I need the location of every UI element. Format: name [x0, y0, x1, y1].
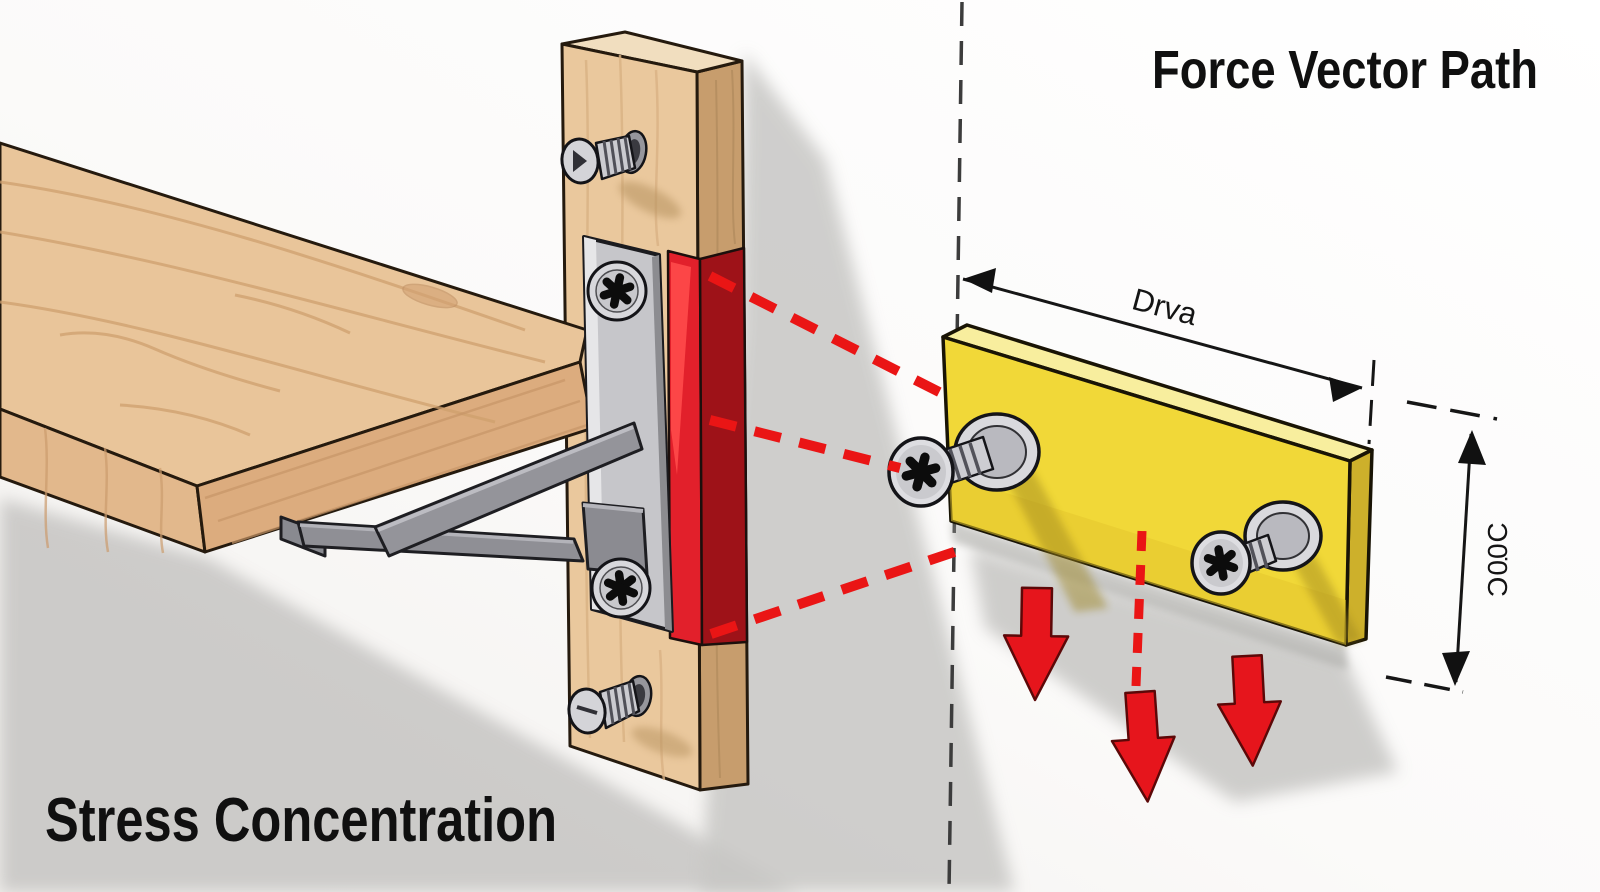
lag-screw-bottom	[567, 674, 693, 758]
dimension-arrowhead	[963, 268, 996, 293]
screw-shadow	[618, 181, 682, 219]
plate-screw-top	[586, 260, 648, 322]
wood-knot	[402, 283, 458, 309]
screw-shadow	[631, 726, 693, 758]
shelf-shadow	[0, 498, 800, 892]
screw-streak-shadow	[1290, 556, 1362, 644]
extension-line	[1367, 359, 1376, 445]
dimension-arrowhead	[1442, 651, 1470, 686]
stress-concentration-title: Stress Concentration	[45, 786, 557, 855]
bracket-arm-bar	[373, 421, 644, 558]
dimension-arrowhead	[1329, 377, 1362, 402]
extension-line	[1385, 675, 1464, 694]
screw-slot	[573, 150, 587, 172]
detail-screw-right	[1190, 500, 1323, 596]
stress-region	[666, 246, 749, 647]
force-path-dashed-line	[1131, 530, 1147, 687]
force-vector-path-title: Force Vector Path	[1152, 40, 1538, 100]
stress-highlight	[671, 262, 691, 475]
dimension-arrowhead	[1458, 430, 1486, 465]
post-shadow	[700, 52, 1015, 892]
height-dimension: Ɔ0̇0C	[1385, 400, 1513, 694]
lag-screw-top	[560, 129, 682, 219]
detail-screw-left	[887, 412, 1041, 508]
plate-screw-bottom	[590, 557, 652, 619]
stress-side-face	[698, 246, 749, 647]
height-dimension-label: Ɔ0̇0C	[1482, 522, 1513, 598]
extension-line	[1406, 400, 1498, 421]
shelf-bracket	[279, 421, 649, 576]
screw-streak-shadow	[1003, 470, 1108, 612]
screw-slot	[576, 705, 598, 715]
callout-dashed-line	[708, 415, 902, 473]
bracket-brace-bar	[296, 520, 585, 563]
detail-callout-lines	[707, 271, 1147, 687]
plate-bevel-dark	[652, 255, 672, 631]
